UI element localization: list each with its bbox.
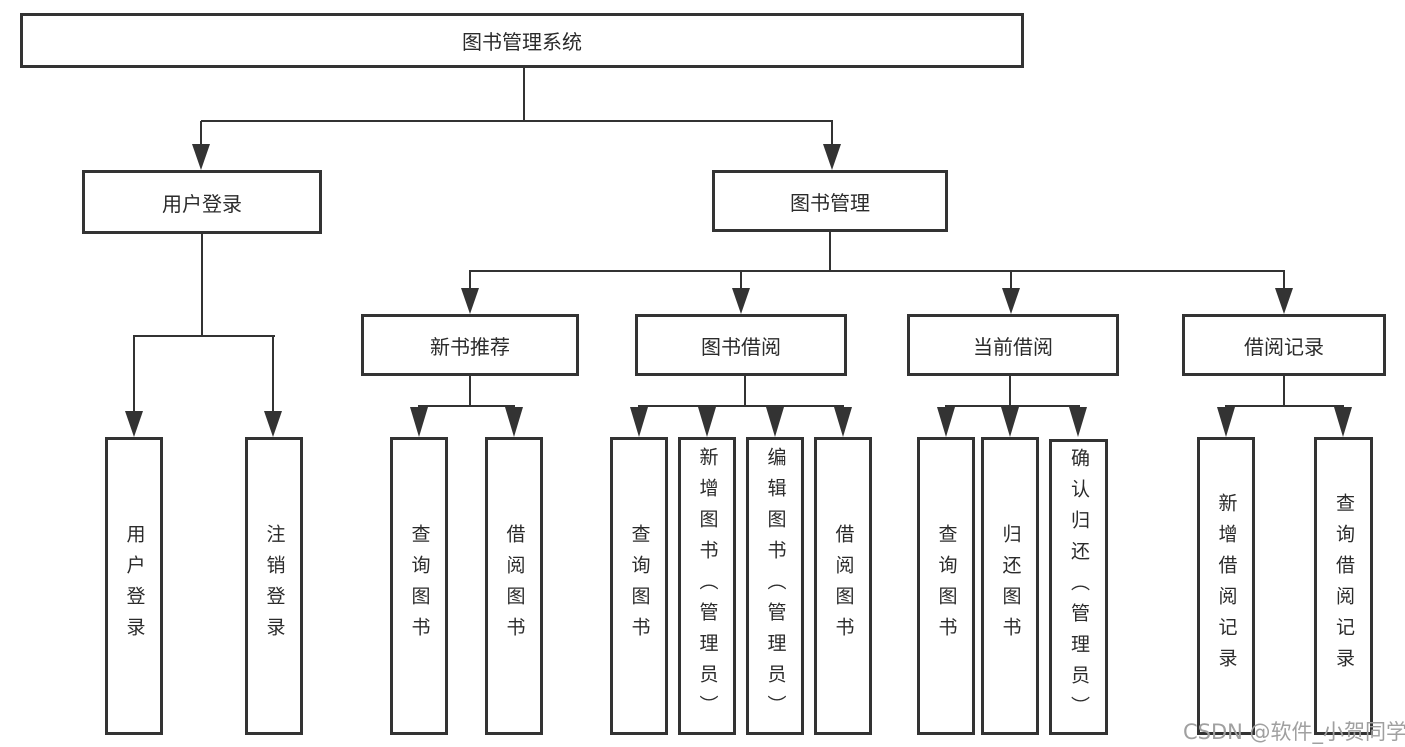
- arrow-down-icon: [1217, 407, 1235, 437]
- connector-line-v: [272, 336, 274, 413]
- arrow-down-icon: [264, 411, 282, 437]
- leaf-borrow-query-books-label: 查询图书: [628, 524, 651, 648]
- connector-line-v: [133, 336, 135, 413]
- leaf-borrow-add-books-admin: 新增图书（管理员）: [678, 437, 736, 735]
- leaf-current-query-books: 查询图书: [917, 437, 975, 735]
- arrow-down-icon: [410, 407, 428, 437]
- connector-line-v: [744, 376, 746, 407]
- connector-line-h: [418, 405, 515, 407]
- leaf-user-login-label: 用户登录: [123, 524, 146, 648]
- leaf-current-return-books: 归还图书: [981, 437, 1039, 735]
- connector-line-v: [1283, 376, 1285, 407]
- leaf-logout-label: 注销登录: [263, 524, 286, 648]
- connector-line-v: [201, 234, 203, 336]
- node-library-system: 图书管理系统: [20, 13, 1024, 68]
- leaf-borrow-borrow-books-label: 借阅图书: [832, 524, 855, 648]
- node-book-borrowing-label: 图书借阅: [701, 334, 781, 359]
- arrow-down-icon: [1334, 407, 1352, 437]
- leaf-records-add-record-label: 新增借阅记录: [1215, 493, 1238, 679]
- arrow-down-icon: [732, 288, 750, 314]
- node-new-book-recommend-label: 新书推荐: [430, 334, 510, 359]
- connector-line-v: [1009, 376, 1011, 407]
- arrow-down-icon: [192, 144, 210, 170]
- arrow-down-icon: [505, 407, 523, 437]
- arrow-down-icon: [1002, 288, 1020, 314]
- leaf-borrow-add-books-admin-label: 新增图书（管理员）: [696, 446, 719, 726]
- leaf-borrow-query-books: 查询图书: [610, 437, 668, 735]
- leaf-current-query-books-label: 查询图书: [935, 524, 958, 648]
- arrow-down-icon: [1001, 407, 1019, 437]
- connector-line-v: [523, 68, 525, 121]
- node-current-borrowing-label: 当前借阅: [973, 334, 1053, 359]
- leaf-newbook-borrow-books: 借阅图书: [485, 437, 543, 735]
- connector-line-v: [469, 376, 471, 407]
- arrow-down-icon: [766, 407, 784, 437]
- leaf-records-query-record-label: 查询借阅记录: [1333, 493, 1355, 679]
- connector-line-h: [469, 270, 1285, 272]
- leaf-records-query-record: 查询借阅记录: [1314, 437, 1373, 735]
- arrow-down-icon: [823, 144, 841, 170]
- node-user-login-label: 用户登录: [162, 191, 242, 216]
- arrow-down-icon: [698, 407, 716, 437]
- leaf-borrow-borrow-books: 借阅图书: [814, 437, 872, 735]
- connector-line-v: [740, 271, 742, 290]
- arrow-down-icon: [937, 407, 955, 437]
- connector-line-v: [200, 121, 202, 146]
- arrow-down-icon: [1069, 407, 1087, 437]
- connector-line-v: [829, 232, 831, 272]
- node-library-system-label: 图书管理系统: [462, 30, 582, 54]
- leaf-records-add-record: 新增借阅记录: [1197, 437, 1255, 735]
- node-new-book-recommend: 新书推荐: [361, 314, 579, 376]
- leaf-newbook-query-books-label: 查询图书: [408, 524, 431, 648]
- connector-line-h: [638, 405, 844, 407]
- arrow-down-icon: [461, 288, 479, 314]
- connector-line-h: [201, 120, 833, 122]
- connector-line-v: [469, 271, 471, 290]
- connector-line-v: [1010, 271, 1012, 290]
- leaf-newbook-query-books: 查询图书: [390, 437, 448, 735]
- node-borrow-records-label: 借阅记录: [1244, 334, 1324, 359]
- node-current-borrowing: 当前借阅: [907, 314, 1119, 376]
- arrow-down-icon: [834, 407, 852, 437]
- leaf-current-confirm-return-admin-label: 确认归还（管理员）: [1068, 447, 1090, 727]
- leaf-newbook-borrow-books-label: 借阅图书: [503, 524, 526, 648]
- leaf-borrow-edit-books-admin-label: 编辑图书（管理员）: [764, 446, 787, 726]
- node-borrow-records: 借阅记录: [1182, 314, 1386, 376]
- node-book-management: 图书管理: [712, 170, 948, 232]
- leaf-user-login: 用户登录: [105, 437, 163, 735]
- arrow-down-icon: [125, 411, 143, 437]
- connector-line-h: [133, 335, 275, 337]
- arrow-down-icon: [1275, 288, 1293, 314]
- csdn-watermark: CSDN @软件_小贺同学: [1183, 720, 1405, 744]
- leaf-borrow-edit-books-admin: 编辑图书（管理员）: [746, 437, 804, 735]
- leaf-current-confirm-return-admin: 确认归还（管理员）: [1049, 439, 1108, 735]
- connector-line-h: [1225, 405, 1344, 407]
- node-user-login: 用户登录: [82, 170, 322, 234]
- node-book-management-label: 图书管理: [790, 190, 870, 215]
- arrow-down-icon: [630, 407, 648, 437]
- leaf-logout: 注销登录: [245, 437, 303, 735]
- connector-line-h: [945, 405, 1080, 407]
- connector-line-v: [1283, 271, 1285, 290]
- leaf-current-return-books-label: 归还图书: [999, 524, 1022, 648]
- node-book-borrowing: 图书借阅: [635, 314, 847, 376]
- connector-line-v: [831, 121, 833, 146]
